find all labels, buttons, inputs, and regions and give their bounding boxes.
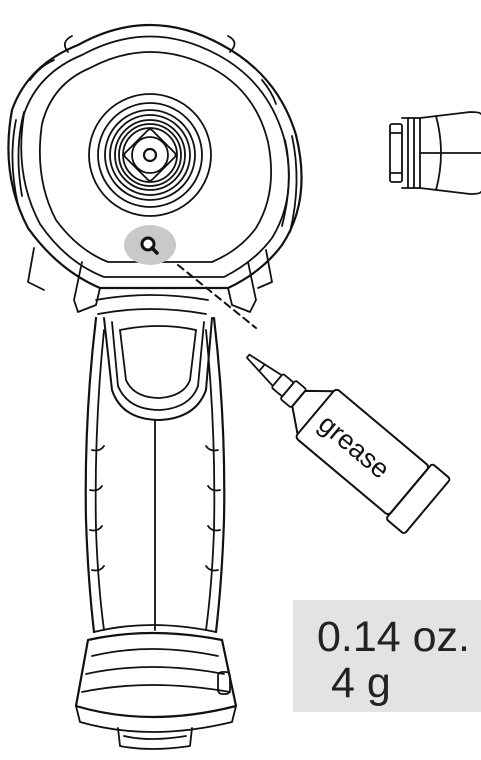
tool-handle — [84, 316, 226, 634]
grease-tube: grease — [245, 353, 451, 534]
grease-amount-ounces: 0.14 oz. — [317, 613, 470, 661]
grease-amount-box: 0.14 oz. 4 g — [293, 600, 481, 712]
tool-head — [7, 24, 303, 290]
grease-tube-label: grease — [313, 408, 396, 484]
grease-direction-leader — [177, 264, 257, 329]
grease-fitting-icon — [124, 225, 176, 265]
tool-base — [74, 624, 238, 750]
grease-amount-grams: 4 g — [331, 659, 391, 707]
tool-neck — [27, 247, 273, 421]
air-fitting-icon — [389, 111, 481, 195]
